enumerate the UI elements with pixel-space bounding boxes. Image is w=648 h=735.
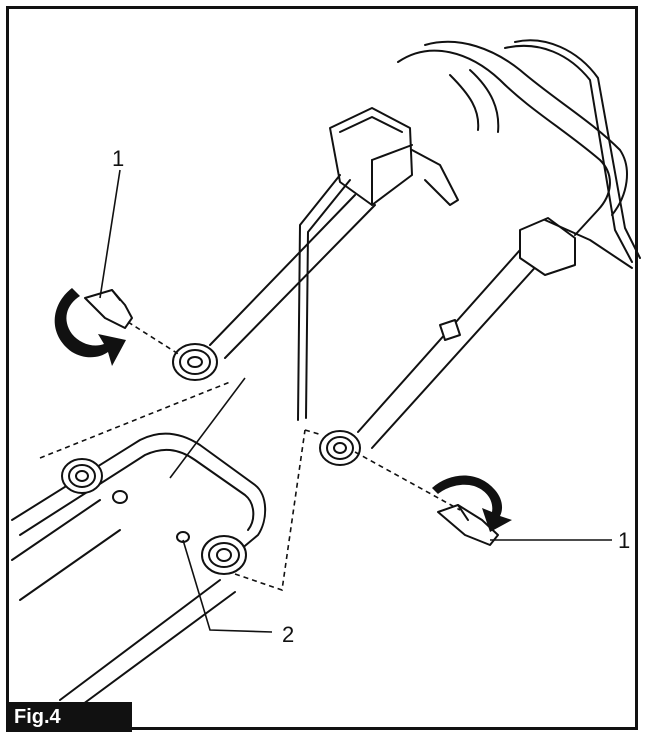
right-rotation-arrow (432, 475, 512, 532)
left-rotation-arrow (54, 288, 127, 366)
leader-lines (99, 169, 612, 633)
right-upper-hub (319, 430, 361, 466)
switch-box (329, 107, 459, 206)
alignment-lines (39, 321, 461, 592)
right-upper-tube (357, 217, 633, 449)
leader-left-knob (99, 169, 121, 299)
rotation-arrows (54, 288, 512, 532)
upper-handle (397, 39, 641, 263)
right-clamp-knob (437, 504, 499, 546)
leader-bolt (182, 539, 273, 633)
lower-left-hub (61, 458, 128, 504)
lower-right-hub (176, 531, 247, 575)
figure-frame (6, 6, 638, 730)
callout-number-bolt: 2 (282, 622, 295, 647)
callout-number-knob-left: 1 (112, 146, 125, 171)
lower-handle (11, 432, 267, 711)
left-upper-hub (172, 343, 218, 381)
left-upper-tube (209, 174, 376, 421)
figure-label: Fig.4 (6, 702, 132, 732)
left-clamp-knob (84, 289, 133, 329)
callout-number-knob-right: 1 (618, 528, 631, 553)
